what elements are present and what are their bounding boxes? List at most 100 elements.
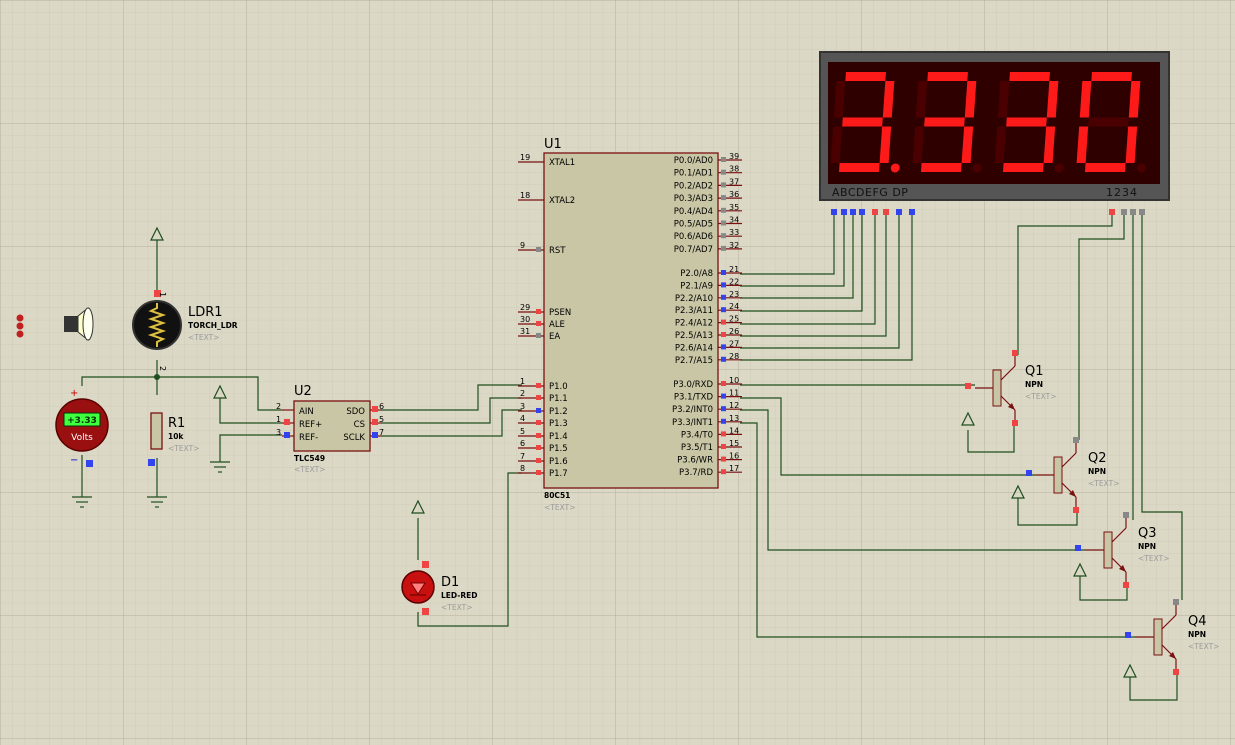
- power-arrow-q3: [1073, 562, 1087, 577]
- u1-pin-num-35: 35: [729, 203, 739, 212]
- u1-pin-state: [721, 169, 726, 175]
- segment-label: ABCDEFG DP: [832, 186, 908, 199]
- seven-segment-display[interactable]: ABCDEFG DP 1234: [819, 51, 1170, 215]
- svg-text:AIN: AIN: [299, 407, 314, 417]
- u1-pin-state: [721, 431, 726, 437]
- u1-pin-num-25: 25: [729, 315, 739, 324]
- u1-pin-label-12: P3.2/INT0: [672, 405, 713, 415]
- u1-pin-label-23: P2.2/A10: [675, 294, 713, 304]
- u2-value: TLC549: [294, 454, 325, 463]
- u1-pin-num-39: 39: [729, 152, 739, 161]
- segment-c: [879, 126, 892, 163]
- u1-pin-label-34: P0.5/AD5: [674, 220, 713, 230]
- u1-pin-num-32: 32: [729, 241, 739, 250]
- u1-pin-num-29: 29: [520, 303, 530, 312]
- u1-value: 80C51: [544, 491, 570, 500]
- segment-a: [1009, 72, 1050, 81]
- u1-pin-state: [721, 444, 726, 449]
- voltmeter[interactable]: + +3.33 Volts −: [55, 388, 109, 467]
- u1-pin-state: [536, 333, 541, 338]
- u1-pin-state: [536, 458, 541, 463]
- u1-pin-state: [721, 356, 726, 362]
- segment-dp: [972, 163, 982, 173]
- u1-pin-label-13: P3.3/INT1: [672, 418, 713, 428]
- u1-pin-label-15: P3.5/T1: [681, 443, 713, 453]
- segment-a: [1091, 72, 1132, 81]
- u1-pin-state: [536, 470, 541, 475]
- transistor-text: <TEXT>: [1188, 642, 1219, 651]
- svg-text:+: +: [70, 388, 78, 399]
- transistor-text: <TEXT>: [1138, 554, 1169, 563]
- segment-c: [961, 126, 974, 163]
- u1-pin-label-29: PSEN: [549, 308, 571, 318]
- u1-pin-num-19: 19: [520, 153, 530, 162]
- emitter-pin: [1123, 582, 1129, 588]
- svg-text:6: 6: [379, 402, 384, 411]
- collector-pin: [1123, 512, 1129, 518]
- u1-pin-label-24: P2.3/A11: [675, 306, 713, 316]
- svg-text:2: 2: [158, 366, 167, 371]
- u1-pin-label-6: P1.5: [549, 444, 568, 454]
- display-segment-pin: [909, 209, 915, 215]
- transistor-ref: Q3: [1138, 526, 1157, 541]
- segment-c: [1125, 126, 1138, 163]
- u1-pin-label-33: P0.6/AD6: [674, 232, 713, 242]
- emitter-arrow: [1008, 403, 1015, 410]
- u1-pin-state: [721, 469, 726, 475]
- u1-pin-num-28: 28: [729, 352, 739, 361]
- segment-b: [1128, 81, 1141, 118]
- d1-led[interactable]: D1 LED-RED <TEXT>: [401, 561, 478, 615]
- svg-text:3: 3: [276, 428, 281, 437]
- u1-pin-num-31: 31: [520, 327, 530, 336]
- u1-pin-num-10: 10: [729, 376, 739, 385]
- display-segment-pin: [841, 209, 847, 215]
- segment-d: [838, 163, 880, 172]
- u1-pin-state: [721, 393, 726, 399]
- u1-pin-num-34: 34: [729, 216, 739, 225]
- display-digit-2: [912, 72, 982, 173]
- svg-text:SDO: SDO: [346, 407, 365, 417]
- r1-ref: R1: [168, 416, 185, 431]
- u1-pin-label-11: P3.1/TXD: [674, 393, 714, 403]
- segment-b: [882, 81, 895, 118]
- u1-pin-state: [536, 309, 541, 314]
- u1-pin-num-9: 9: [520, 241, 525, 250]
- u1-pin-num-11: 11: [729, 389, 739, 398]
- display-pins: [831, 209, 1145, 215]
- u1-pin-num-24: 24: [729, 302, 739, 311]
- u1-pin-num-33: 33: [729, 228, 739, 237]
- r1[interactable]: R1 10k <TEXT>: [148, 412, 199, 466]
- power-arrow-ref: [213, 384, 227, 399]
- emitter-arrow: [1069, 490, 1076, 497]
- u1-80c51[interactable]: U1 19XTAL118XTAL29RST29PSEN30ALE31EA1P1.…: [518, 137, 742, 512]
- u1-pin-state: [536, 408, 541, 413]
- u2-text: <TEXT>: [294, 465, 325, 474]
- ldr1[interactable]: 1 2 LDR1 TORCH_LDR <TEXT>: [132, 290, 238, 380]
- u1-pin-state: [536, 383, 541, 388]
- transistor-type: NPN: [1088, 467, 1106, 476]
- segment-dp: [1054, 163, 1064, 173]
- display-segment-pin: [850, 209, 856, 215]
- svg-text:CS: CS: [354, 420, 365, 430]
- u2-tlc549[interactable]: U2 2 1 3 AIN REF+ REF- SDO CS SCLK 6 5 7…: [276, 384, 384, 474]
- u1-pin-state: [721, 406, 726, 412]
- u1-pin-state: [721, 270, 726, 275]
- u1-pin-num-17: 17: [729, 464, 739, 473]
- u1-pin-state: [536, 247, 541, 252]
- u1-pin-label-8: P1.7: [549, 469, 568, 479]
- segment-g: [1006, 117, 1047, 127]
- u1-pin-state: [721, 307, 726, 313]
- torch-dot: [16, 314, 24, 322]
- u1-pin-state: [721, 456, 726, 462]
- svg-text:REF-: REF-: [299, 433, 318, 443]
- u1-pin-label-35: P0.4/AD4: [674, 207, 713, 217]
- display-digit-pin: [1109, 209, 1115, 215]
- u1-pin-label-16: P3.6/WR: [677, 456, 713, 466]
- transistors[interactable]: Q1NPN<TEXT>Q2NPN<TEXT>Q3NPN<TEXT>Q4NPN<T…: [965, 350, 1219, 675]
- torch[interactable]: [16, 306, 94, 342]
